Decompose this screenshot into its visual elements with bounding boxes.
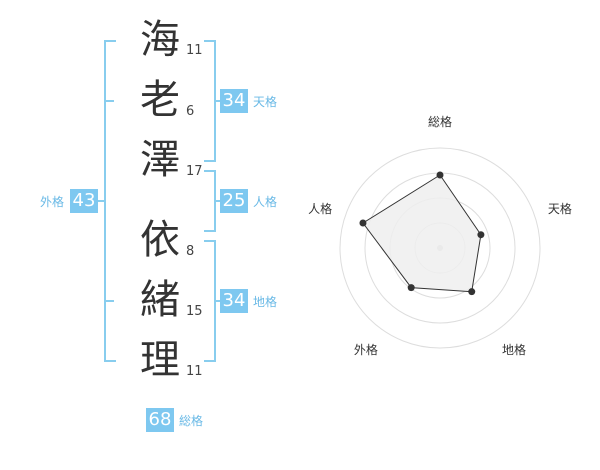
gaikaku-inner-tick-1 <box>106 100 114 102</box>
gaikaku-bracket <box>104 40 116 362</box>
chikaku-badge: 34 <box>220 289 248 313</box>
stroke-count-1: 11 <box>186 43 203 58</box>
stroke-count-2: 6 <box>186 104 195 119</box>
radar-point-1 <box>436 171 444 179</box>
radar-axis-label-2: 天格 <box>548 201 572 216</box>
stroke-count-3: 17 <box>186 164 203 179</box>
radar-point-5 <box>359 219 367 227</box>
radar-ring-4 <box>339 147 541 349</box>
name-char-6: 理 <box>140 337 180 383</box>
radar-point-4 <box>407 284 415 292</box>
soukaku-label: 総格 <box>179 414 204 428</box>
radar-point-2 <box>477 231 485 239</box>
name-char-2: 老 <box>140 77 180 123</box>
gaikaku-bracket-tick <box>98 200 104 202</box>
name-char-5: 緒 <box>140 277 180 323</box>
gaikaku-badge: 43 <box>70 189 98 213</box>
radar-polygon <box>362 174 482 293</box>
name-char-3: 澤 <box>140 137 180 183</box>
radar-axis-label-3: 地格 <box>502 342 526 357</box>
soukaku-badge: 68 <box>146 408 174 432</box>
name-char-4: 依 <box>140 217 180 263</box>
tenkaku-badge: 34 <box>220 89 248 113</box>
chikaku-label: 地格 <box>253 295 278 309</box>
gaikaku-inner-tick-2 <box>106 300 114 302</box>
jinkaku-label: 人格 <box>253 195 278 209</box>
stroke-count-6: 11 <box>186 364 203 379</box>
tenkaku-label: 天格 <box>253 95 278 109</box>
radar-axis-label-1: 総格 <box>428 114 452 129</box>
radar-axis-label-5: 人格 <box>308 201 332 216</box>
name-char-1: 海 <box>140 17 180 63</box>
gaikaku-label: 外格 <box>40 195 65 209</box>
tenkaku-bracket-tick <box>214 100 220 102</box>
stroke-count-5: 15 <box>186 304 203 319</box>
stroke-count-4: 8 <box>186 244 195 259</box>
chikaku-bracket-tick <box>214 300 220 302</box>
jinkaku-bracket-tick <box>214 200 220 202</box>
radar-axis-label-4: 外格 <box>354 342 378 357</box>
radar-point-3 <box>468 288 476 296</box>
jinkaku-badge: 25 <box>220 189 248 213</box>
